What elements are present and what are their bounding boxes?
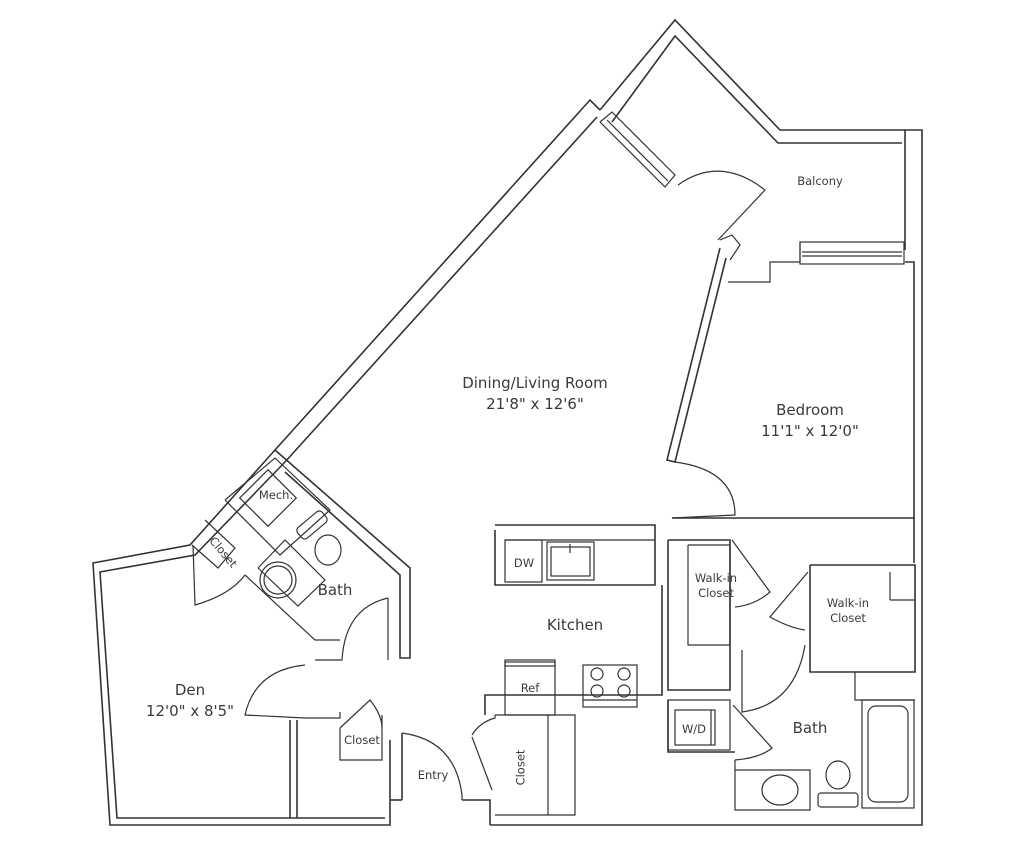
room-name: Dining/Living Room (462, 374, 608, 392)
room-dimensions: 12'0" x 8'5" (145, 702, 235, 720)
right-cluster (667, 539, 916, 811)
room-name: Bath (317, 581, 353, 599)
room-name: Closet (513, 749, 528, 786)
room-label-dining-living: Dining/Living Room 21'8" x 12'6" (450, 373, 620, 415)
room-name: Walk-in (826, 596, 870, 610)
appliance-label-washer-dryer: W/D (676, 722, 712, 737)
appliance-name: Ref (520, 681, 540, 695)
room-name: Den (174, 681, 206, 699)
stove-burners-icon (590, 667, 631, 698)
room-label-walkin-left: Walk-in Closet (686, 571, 746, 601)
exterior-walls (92, 18, 923, 826)
left-bath-cluster (191, 449, 411, 661)
room-name: Closet (344, 733, 380, 747)
room-name: Balcony (797, 174, 843, 188)
appliance-name: DW (513, 556, 535, 570)
room-dimensions: 11'1" x 12'0" (761, 422, 859, 440)
room-name: Walk-in (694, 571, 738, 585)
kitchen-counters (484, 524, 663, 716)
room-label-den: Den 12'0" x 8'5" (130, 680, 250, 722)
appliance-label-dishwasher: DW (506, 556, 542, 571)
room-label-mech: Mech. (252, 488, 300, 503)
room-name-line2: Closet (698, 586, 734, 600)
room-label-bedroom: Bedroom 11'1" x 12'0" (750, 400, 870, 442)
appliance-name: W/D (681, 722, 707, 736)
room-label-bath-left: Bath (310, 580, 360, 601)
room-label-walkin-right: Walk-in Closet (818, 596, 878, 626)
room-label-balcony: Balcony (788, 174, 852, 189)
room-name: Bath (792, 719, 828, 737)
room-dimensions: 21'8" x 12'6" (486, 395, 584, 413)
room-label-bath-right: Bath (785, 718, 835, 739)
room-label-kitchen: Kitchen (530, 615, 620, 636)
room-label-closet-entry-right: Closet (514, 744, 529, 792)
room-name: Kitchen (546, 616, 604, 634)
room-name: Bedroom (776, 401, 844, 419)
appliance-label-refrigerator: Ref (510, 681, 550, 696)
room-name-line2: Closet (830, 611, 866, 625)
room-label-closet-entry-left: Closet (338, 733, 386, 748)
bedroom-wall (666, 234, 801, 463)
room-name: Mech. (258, 488, 294, 502)
room-name: Entry (417, 768, 449, 782)
room-label-entry: Entry (410, 768, 456, 783)
den-closet (339, 699, 383, 761)
